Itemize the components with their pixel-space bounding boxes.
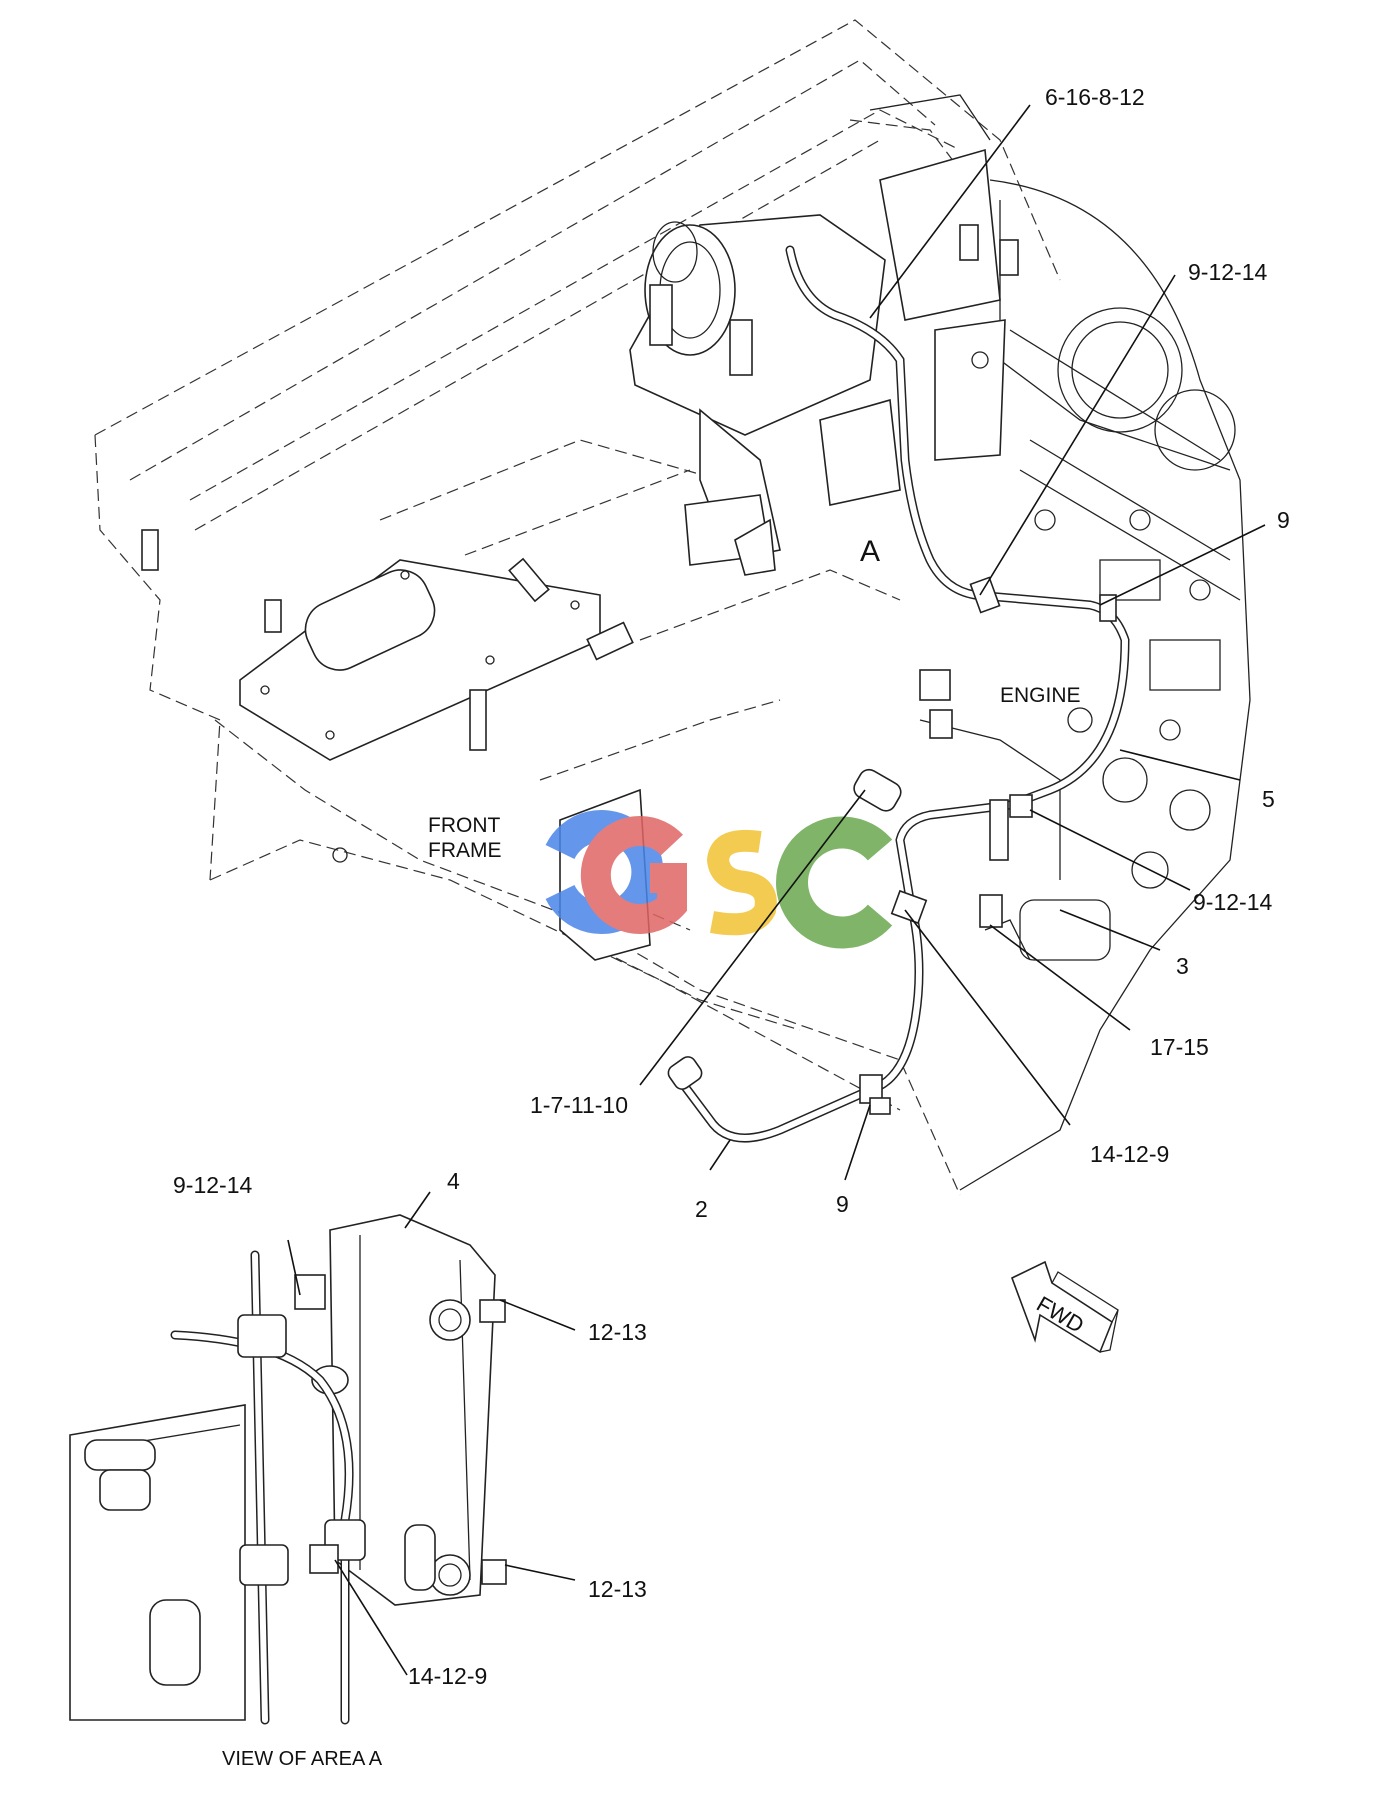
watermark: [545, 810, 893, 949]
callout-2: 2: [695, 1196, 708, 1222]
callout-14-12-9-main: 14-12-9: [1090, 1141, 1169, 1167]
callout-14-12-9-detail: 14-12-9: [408, 1663, 487, 1689]
callout-1-7-11-10: 1-7-11-10: [530, 1092, 628, 1118]
callout-12-13-lower: 12-13: [588, 1576, 647, 1602]
callout-9-12-14-upper: 9-12-14: [1188, 259, 1267, 285]
callout-3: 3: [1176, 953, 1189, 979]
watermark-letter-g: [580, 816, 687, 934]
watermark-letter-s: [706, 829, 777, 936]
callout-9-12-14-detail: 9-12-14: [173, 1172, 252, 1198]
fwd-arrow: [1010, 1260, 1119, 1354]
callout-12-13-upper: 12-13: [588, 1319, 647, 1345]
engine-label: ENGINE: [1000, 684, 1081, 707]
hose-routing: [667, 245, 1130, 1143]
leader-lines: [639, 104, 1266, 1181]
callout-4: 4: [447, 1168, 460, 1194]
view-caption: VIEW OF AREA A: [222, 1748, 383, 1770]
callout-9-12-14-middle: 9-12-14: [1193, 889, 1272, 915]
area-marker-a: A: [860, 535, 880, 568]
engine-block: [919, 179, 1251, 1191]
callout-9-right: 9: [1277, 507, 1290, 533]
watermark-letter-c2: [776, 816, 893, 949]
callout-5: 5: [1262, 786, 1275, 812]
callout-17-15: 17-15: [1150, 1034, 1209, 1060]
front-frame-label-line1: FRONT: [428, 814, 500, 837]
alternator-assembly: [629, 94, 1019, 576]
callout-9-lower: 9: [836, 1191, 849, 1217]
watermark-letter-c1: [545, 810, 664, 934]
region-labels: A ENGINE FRONT FRAME FWD VIEW OF AREA A: [222, 535, 1088, 1770]
detail-view-area-a: [69, 1191, 576, 1725]
hose-clips: [859, 576, 1117, 1115]
callout-labels: 6-16-8-12 9-12-14 9 5 9-12-14 3 17-15 14…: [173, 84, 1290, 1689]
callout-6-16-8-12: 6-16-8-12: [1045, 84, 1145, 110]
front-frame-label-line2: FRAME: [428, 839, 502, 862]
